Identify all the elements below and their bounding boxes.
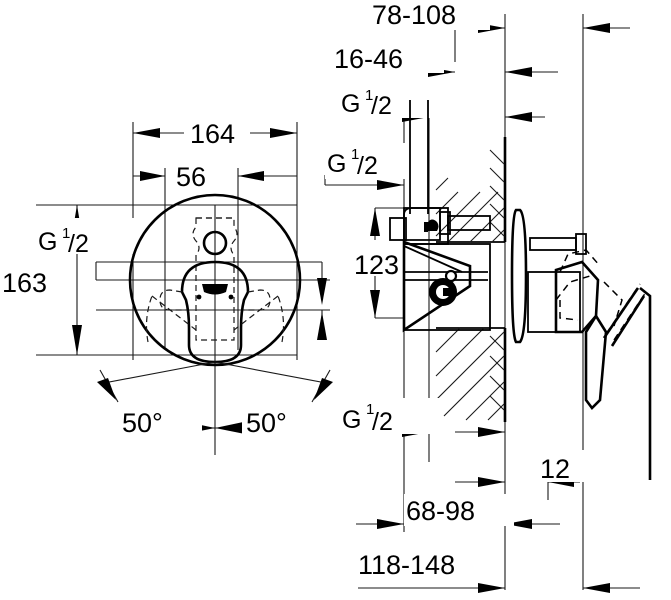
angle-right-label: 50° bbox=[246, 408, 287, 438]
cartridge-hidden-outline bbox=[192, 217, 238, 341]
dimension-164-label: 164 bbox=[190, 119, 235, 149]
dimension-68-98-label: 68-98 bbox=[406, 496, 475, 526]
thread-g-top-right-numerator: 1 bbox=[365, 87, 373, 104]
dimension-16-46 bbox=[332, 43, 558, 77]
escutcheon-circle bbox=[128, 193, 302, 367]
wall-section-lower bbox=[435, 327, 507, 422]
thread-label-top-right: G 1 /2 bbox=[339, 86, 439, 120]
thread-g-left-numerator: 1 bbox=[62, 225, 70, 242]
thread-g-middle-denominator: /2 bbox=[357, 152, 378, 180]
dimension-118-148 bbox=[356, 548, 505, 593]
dimension-56-label: 56 bbox=[176, 162, 206, 192]
dimension-164 bbox=[133, 118, 297, 148]
thread-g-top-right-denominator: /2 bbox=[371, 92, 392, 120]
diverter-knob-circle bbox=[202, 230, 228, 256]
dimension-12 bbox=[455, 450, 584, 487]
dimension-right-arrow-top bbox=[583, 23, 630, 33]
thread-label-left-upper: G 1 /2 bbox=[36, 218, 136, 258]
angle-lines bbox=[97, 361, 333, 437]
thread-label-middle: G 1 /2 bbox=[325, 143, 425, 180]
valve-body-section bbox=[389, 100, 652, 480]
thread-label-bottom: G 1 /2 bbox=[342, 401, 393, 436]
handle-swing-hidden bbox=[145, 289, 285, 343]
thread-g-left-denominator: /2 bbox=[68, 230, 89, 258]
dimension-56 bbox=[133, 161, 297, 191]
thread-g-middle: G bbox=[327, 150, 346, 178]
thread-g-bottom: G bbox=[342, 406, 361, 434]
dimension-118-148-label: 118-148 bbox=[358, 550, 455, 580]
dimension-68-98 bbox=[356, 494, 560, 529]
thread-g-middle-numerator: 1 bbox=[351, 146, 359, 163]
dimension-16-46-label: 16-46 bbox=[334, 44, 403, 74]
thread-g-left: G bbox=[38, 228, 57, 256]
thread-g-top-right: G bbox=[341, 90, 360, 118]
dimension-12-label: 12 bbox=[540, 454, 570, 484]
dimension-123-label: 123 bbox=[354, 250, 399, 280]
dimension-163-label: 163 bbox=[2, 268, 47, 298]
dimension-right-arrow-bottom bbox=[583, 583, 640, 593]
thread-leader-bottom bbox=[340, 398, 505, 437]
grohe-logo-icon bbox=[429, 278, 457, 306]
dimension-78-108 bbox=[370, 0, 505, 33]
angle-left-label: 50° bbox=[122, 408, 163, 438]
dimension-78-108-label: 78-108 bbox=[372, 0, 456, 30]
thread-g-bottom-numerator: 1 bbox=[366, 401, 374, 418]
wall-section-upper bbox=[435, 137, 507, 243]
thread-g-bottom-denominator: /2 bbox=[372, 408, 393, 436]
grohe-logo-small-icon bbox=[424, 219, 439, 232]
thread-leader-left-lower bbox=[317, 310, 327, 340]
